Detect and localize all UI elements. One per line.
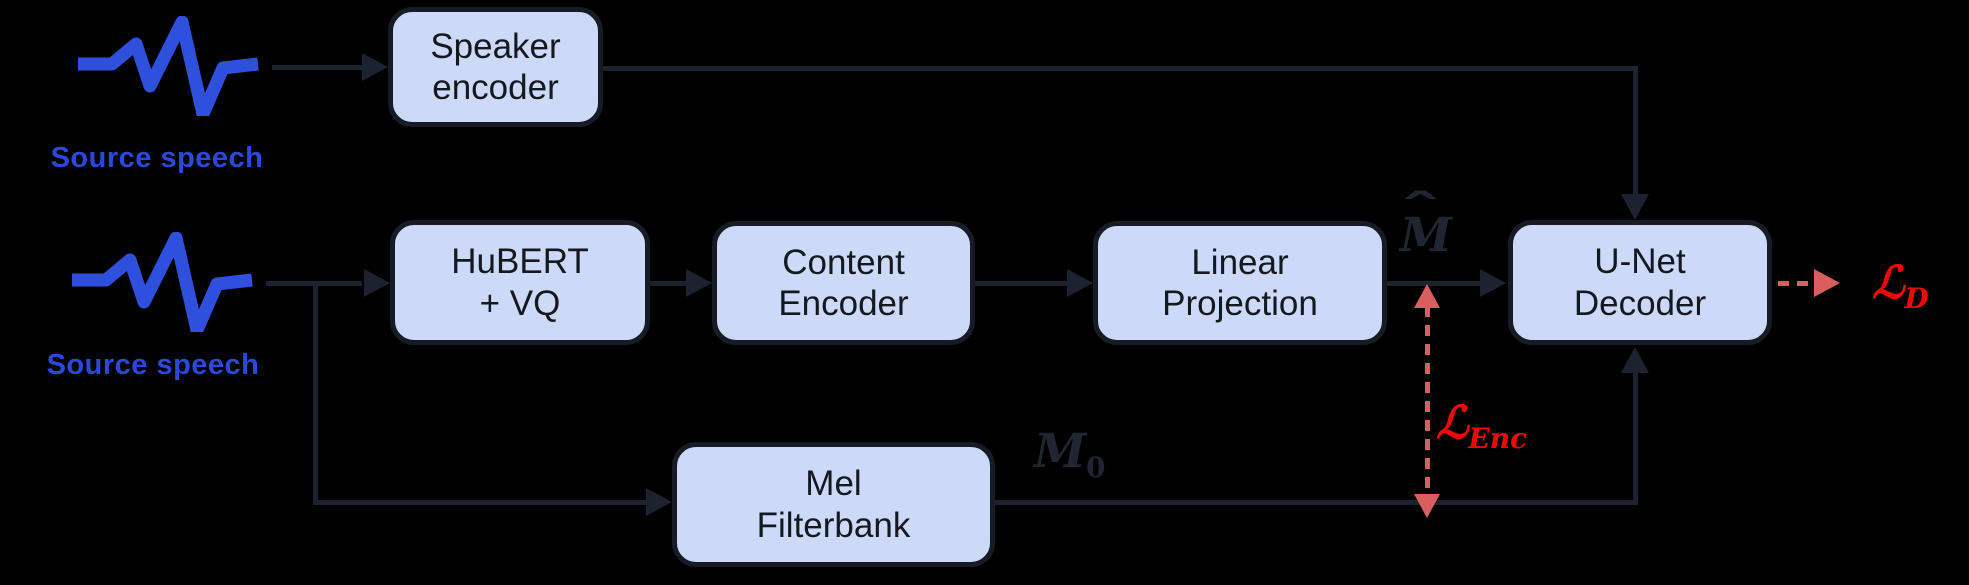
connector-branch-down xyxy=(313,283,318,505)
arrowhead-into-unet-bottom xyxy=(1621,347,1649,373)
unet-decoder-label-line2: Decoder xyxy=(1573,283,1707,323)
encoder-loss-base: ℒ xyxy=(1436,396,1469,449)
audio-waveform-icon xyxy=(72,232,253,332)
unet-decoder-label-line1: U-Net xyxy=(1594,242,1686,282)
arrowhead-into-linear-projection xyxy=(1067,269,1093,297)
hat-accent: ˆ xyxy=(1398,184,1443,239)
mel-filterbank-node: Mel Filterbank xyxy=(672,442,995,567)
connector-hubert-to-content xyxy=(650,281,688,286)
connector-source-to-speaker-encoder xyxy=(272,65,364,70)
arrowhead-into-unet-left xyxy=(1480,269,1506,297)
decoder-loss-base: ℒ xyxy=(1872,256,1905,309)
connector-mel-to-unet-vertical xyxy=(1633,371,1638,505)
encoder-loss-dashed-line xyxy=(1425,306,1430,494)
encoder-loss-arrowhead-up xyxy=(1414,284,1440,308)
encoder-loss-label: ℒEnc xyxy=(1436,400,1527,453)
decoder-loss-arrowhead xyxy=(1814,269,1840,297)
m-zero-base: M xyxy=(1034,424,1087,479)
arrowhead-into-hubert xyxy=(364,269,390,297)
decoder-loss-dashed-line xyxy=(1778,281,1814,286)
content-encoder-label-line2: Encoder xyxy=(778,284,909,323)
hubert-vq-node: HuBERT + VQ xyxy=(390,220,650,345)
decoder-loss-label: ℒD xyxy=(1872,260,1929,313)
connector-content-to-linear xyxy=(975,281,1069,286)
m-zero-subscript: 0 xyxy=(1086,451,1106,484)
connector-branch-to-mel xyxy=(313,500,647,505)
arrowhead-into-speaker-encoder xyxy=(362,53,388,81)
arrowhead-into-mel-filterbank xyxy=(646,488,672,516)
encoder-loss-arrowhead-down xyxy=(1414,494,1440,518)
mel-filterbank-label-line2: Filterbank xyxy=(756,505,911,545)
source-speech-label-top: Source speech xyxy=(50,142,264,174)
connector-speaker-encoder-to-unet-vertical xyxy=(1633,66,1638,196)
source-speech-label-mid: Source speech xyxy=(46,349,260,381)
unet-decoder-node: U-Net Decoder xyxy=(1508,220,1772,345)
linear-projection-label-line1: Linear xyxy=(1191,242,1289,282)
speaker-encoder-label-line2: encoder xyxy=(432,68,559,107)
speaker-encoder-node: Speaker encoder xyxy=(388,7,603,127)
arrowhead-into-unet-top xyxy=(1621,194,1649,220)
speaker-encoder-label-line1: Speaker xyxy=(430,26,561,66)
content-encoder-node: Content Encoder xyxy=(712,221,975,345)
decoder-loss-subscript: D xyxy=(1904,282,1929,315)
connector-speaker-encoder-to-unet-horizontal xyxy=(603,66,1637,71)
connector-mel-to-unet-horizontal xyxy=(995,500,1635,505)
content-encoder-label-line1: Content xyxy=(782,242,905,282)
arrowhead-into-content-encoder xyxy=(686,269,712,297)
connector-linear-to-unet xyxy=(1387,281,1482,286)
hubert-vq-label-line1: HuBERT xyxy=(451,242,589,282)
mel-filterbank-label-line1: Mel xyxy=(805,464,862,504)
linear-projection-label-line2: Projection xyxy=(1162,284,1318,323)
m-zero-label: M0 xyxy=(1034,428,1106,482)
hubert-vq-label-line2: + VQ xyxy=(479,283,561,323)
m-hat-base: M xyxy=(1400,208,1453,263)
audio-waveform-icon xyxy=(78,16,259,116)
linear-projection-node: Linear Projection xyxy=(1093,221,1387,345)
encoder-loss-subscript: Enc xyxy=(1468,422,1528,455)
